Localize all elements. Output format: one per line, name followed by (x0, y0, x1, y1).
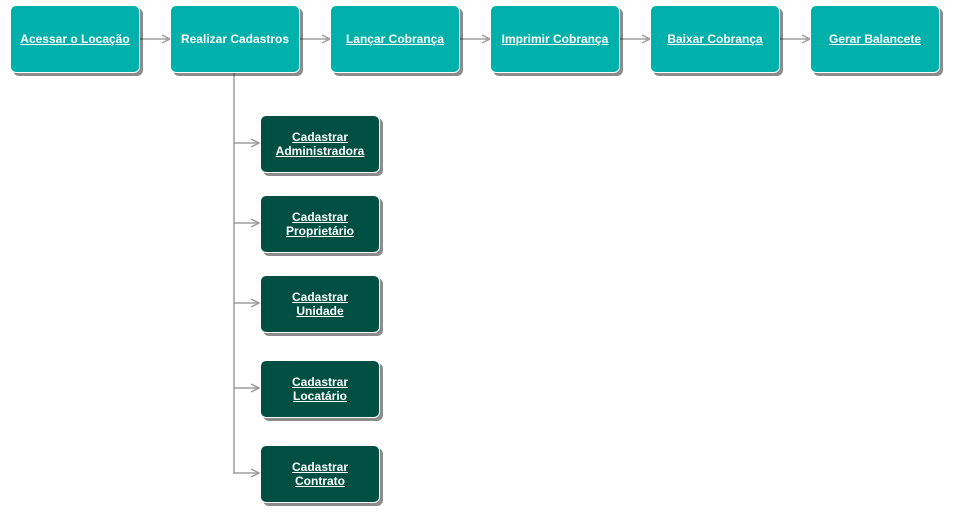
step-label[interactable]: Cadastrar Unidade (291, 290, 349, 318)
step-label[interactable]: Cadastrar Contrato (291, 460, 349, 488)
step-label[interactable]: Cadastrar Administradora (275, 130, 365, 158)
step-label[interactable]: Imprimir Cobrança (501, 32, 609, 46)
step-label[interactable]: Cadastrar Proprietário (285, 210, 354, 238)
step-baixar-cobranca[interactable]: Baixar Cobrança (650, 5, 780, 73)
step-cadastrar-unidade[interactable]: Cadastrar Unidade (260, 275, 380, 333)
step-label[interactable]: Gerar Balancete (828, 32, 922, 46)
step-label: Realizar Cadastros (180, 32, 290, 46)
step-label[interactable]: Baixar Cobrança (667, 32, 763, 46)
step-cadastrar-locatario[interactable]: Cadastrar Locatário (260, 360, 380, 418)
step-acessar-locacao[interactable]: Acessar o Locação (10, 5, 140, 73)
step-cadastrar-proprietario[interactable]: Cadastrar Proprietário (260, 195, 380, 253)
step-label[interactable]: Lançar Cobrança (345, 32, 445, 46)
step-realizar-cadastros: Realizar Cadastros (170, 5, 300, 73)
step-cadastrar-contrato[interactable]: Cadastrar Contrato (260, 445, 380, 503)
step-gerar-balancete[interactable]: Gerar Balancete (810, 5, 940, 73)
step-cadastrar-administradora[interactable]: Cadastrar Administradora (260, 115, 380, 173)
step-label[interactable]: Cadastrar Locatário (291, 375, 349, 403)
step-imprimir-cobranca[interactable]: Imprimir Cobrança (490, 5, 620, 73)
step-lancar-cobranca[interactable]: Lançar Cobrança (330, 5, 460, 73)
step-label[interactable]: Acessar o Locação (20, 32, 130, 46)
